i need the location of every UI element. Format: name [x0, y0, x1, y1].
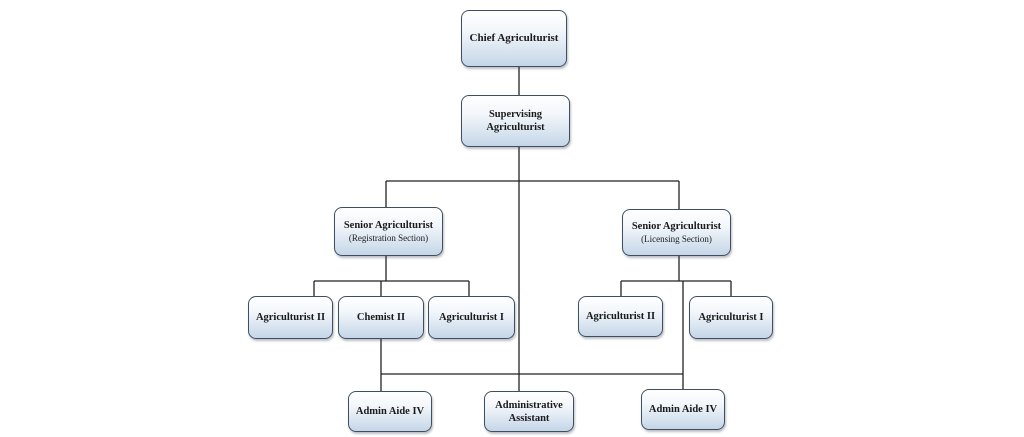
node-subtitle: (Licensing Section): [641, 234, 712, 244]
node-senior-agriculturist-licensing: Senior Agriculturist (Licensing Section): [622, 209, 731, 256]
node-subtitle: (Registration Section): [348, 233, 429, 243]
node-agriculturist-ii-registration: Agriculturist II: [248, 296, 333, 339]
node-agriculturist-i-licensing: Agriculturist I: [689, 296, 773, 339]
node-title: Senior Agriculturist: [631, 221, 722, 232]
node-title: Agriculturist II: [255, 312, 326, 323]
node-admin-aide-iv-right: Admin Aide IV: [641, 389, 725, 430]
node-title: Senior Agriculturist: [343, 220, 434, 231]
node-admin-aide-iv-left: Admin Aide IV: [348, 391, 432, 432]
node-title: Agriculturist I: [438, 312, 505, 323]
node-title: Supervising Agriculturist: [486, 109, 545, 133]
node-title: Agriculturist I: [698, 312, 764, 323]
node-title: Admin Aide IV: [648, 404, 718, 415]
node-chief-agriculturist: Chief Agriculturist: [461, 10, 567, 67]
node-administrative-assistant: Administrative Assistant: [484, 391, 574, 432]
node-chemist-ii: Chemist II: [338, 296, 424, 339]
node-senior-agriculturist-registration: Senior Agriculturist (Registration Secti…: [334, 207, 443, 256]
node-agriculturist-ii-licensing: Agriculturist II: [578, 296, 663, 337]
node-title: Agriculturist II: [585, 311, 656, 322]
node-title: Chief Agriculturist: [469, 32, 559, 44]
node-title: Administrative Assistant: [495, 399, 563, 424]
node-supervising-agriculturist: Supervising Agriculturist: [461, 95, 570, 147]
node-title: Chemist II: [356, 312, 406, 323]
node-title: Admin Aide IV: [355, 406, 425, 417]
node-agriculturist-i-registration: Agriculturist I: [428, 296, 515, 339]
